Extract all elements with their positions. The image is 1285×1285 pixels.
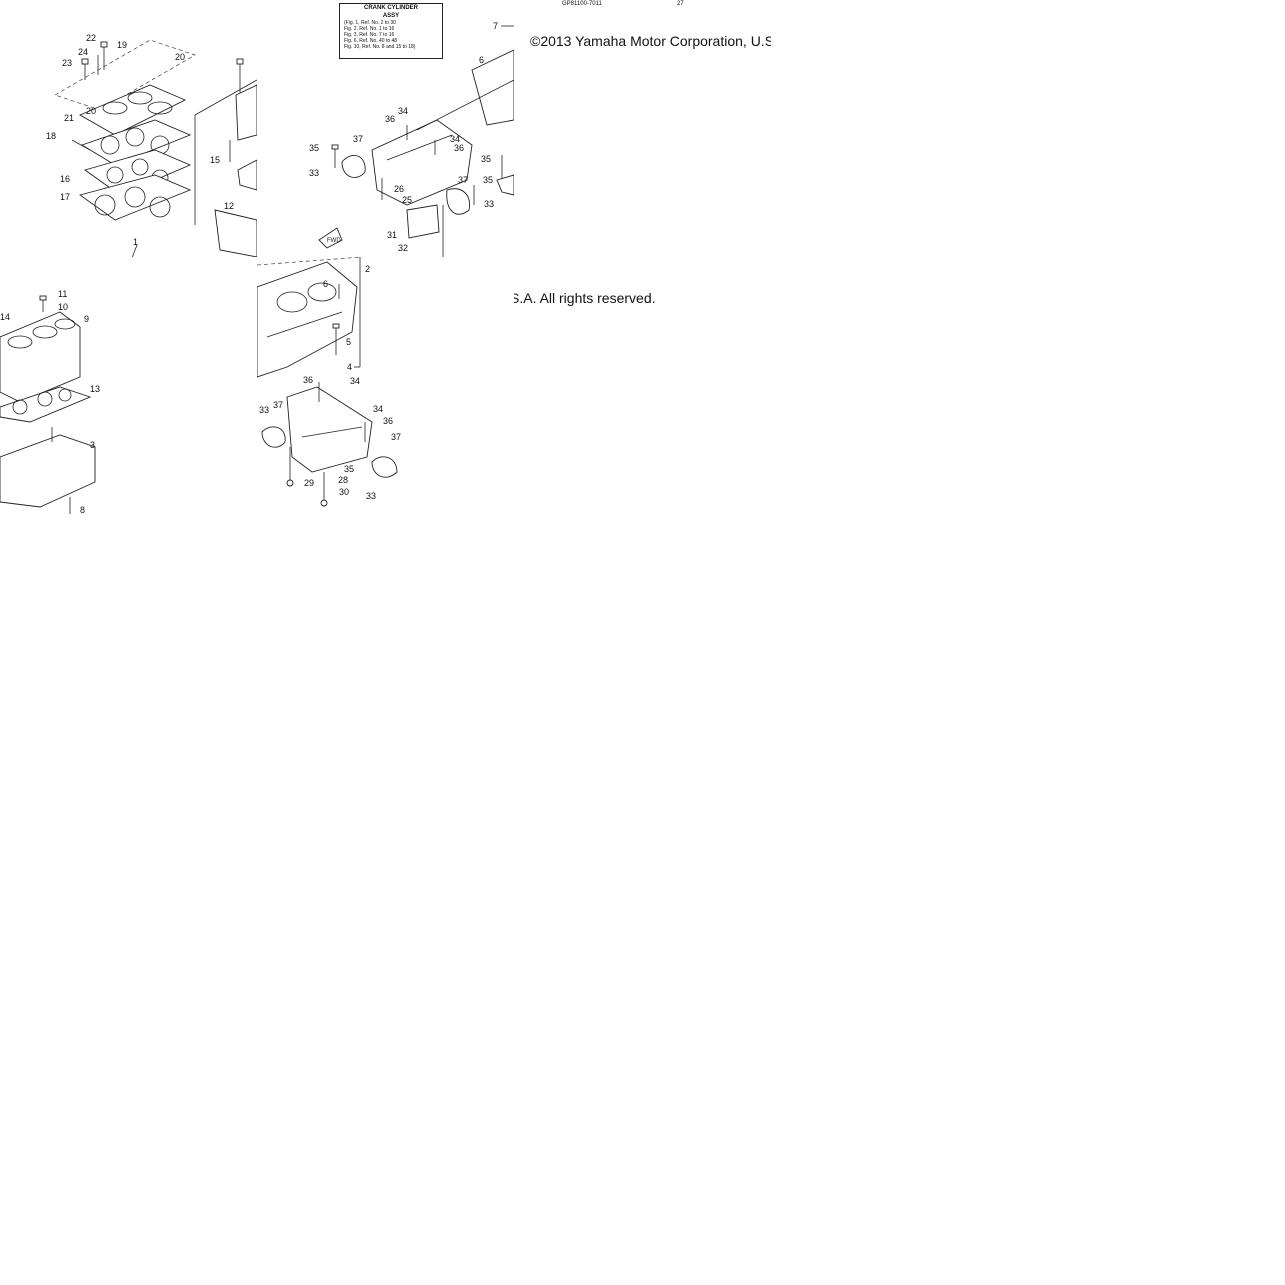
dashed-enclosure xyxy=(54,39,196,111)
lower-bracket xyxy=(286,386,373,473)
tile-cylinder-head: 22 19 24 23 20 20 21 18 16 17 15 12 1 xyxy=(0,0,257,257)
callout-27a: 27 xyxy=(677,1,684,7)
callout-37d: 37 xyxy=(391,432,401,442)
cylinder-head xyxy=(83,149,192,196)
copyright-right: S.A. All rights reserved. xyxy=(514,290,656,306)
rubber-mount-lower-right xyxy=(371,456,398,478)
callout-15: 15 xyxy=(210,155,220,165)
callout-35d: 35 xyxy=(344,464,354,474)
cylinder-head-diagram: 22 19 24 23 20 20 21 18 16 17 15 12 1 xyxy=(46,33,257,257)
callout-11: 11 xyxy=(58,289,67,299)
callout-37b: 37 xyxy=(458,175,468,185)
callout-21: 21 xyxy=(64,113,74,123)
tile-copyright-top: GP81100-7011 27 ©2013 Yamaha Motor Corpo… xyxy=(514,0,771,257)
callout-33b: 33 xyxy=(484,199,494,209)
cylinder-block xyxy=(0,311,81,403)
callout-14: 14 xyxy=(0,312,10,322)
callout-3: 3 xyxy=(90,440,95,450)
crankcase-fragment-top xyxy=(471,49,514,126)
fwd-arrow xyxy=(318,227,343,249)
note-title-2: ASSY xyxy=(382,13,400,19)
callout-34a: 34 xyxy=(398,106,408,116)
note-line: Fig. 3, Ref. No. 7 to 16 xyxy=(344,32,395,38)
callout-13: 13 xyxy=(90,384,100,394)
callout-7: 7 xyxy=(493,21,498,31)
callout-2: 2 xyxy=(365,264,370,274)
callout-8: 8 xyxy=(80,505,85,514)
callout-37c: 37 xyxy=(273,400,283,410)
note-line: (Fig. 1, Ref. No. 2 to 30 xyxy=(344,20,396,26)
callout-34d: 34 xyxy=(373,404,383,414)
manifold-fragment xyxy=(235,84,257,141)
callout-35b: 35 xyxy=(481,154,491,164)
callout-5: 5 xyxy=(346,337,351,347)
callout-36a: 36 xyxy=(385,114,395,124)
note-line: Fig. 2, Ref. No. 1 to 16 xyxy=(344,26,395,32)
crankcase xyxy=(257,261,358,378)
tile-cylinder-block: 11 10 9 14 13 3 8 xyxy=(0,257,257,514)
callout-31: 31 xyxy=(387,230,397,240)
diagram-code: GP81100-7011 xyxy=(562,1,602,7)
callout-33a: 33 xyxy=(309,168,319,178)
callout-33d: 33 xyxy=(366,491,376,501)
tile-engine-mount-lower: 2 6 5 4 36 34 33 37 34 36 37 35 28 29 30… xyxy=(257,257,514,514)
note-line: Fig. 10, Ref. No. 8 and 15 to 18) xyxy=(344,44,416,50)
callout-4: 4 xyxy=(347,362,352,372)
callout-34c: 34 xyxy=(350,376,360,386)
tile-copyright-bottom: S.A. All rights reserved. xyxy=(514,257,771,514)
tile-engine-mount-upper: FWD 34 36 37 35 33 34 36 35 26 25 37 35 … xyxy=(257,0,514,257)
callout-23: 23 xyxy=(62,58,72,68)
callout-36b: 36 xyxy=(454,143,464,153)
callout-6a: 6 xyxy=(479,55,484,65)
crankcase-fragment xyxy=(214,209,257,257)
callout-24: 24 xyxy=(78,47,88,57)
rubber-mount-center xyxy=(406,204,440,239)
callout-16: 16 xyxy=(60,174,70,184)
fwd-label: FWD xyxy=(327,238,341,244)
callout-18: 18 xyxy=(46,131,56,141)
callout-10: 10 xyxy=(58,302,68,312)
code-strip: GP81100-7011 27 xyxy=(562,1,684,7)
callout-34b: 34 xyxy=(450,134,460,144)
callout-29: 29 xyxy=(304,478,314,488)
cylinder-block-diagram: 11 10 9 14 13 3 8 xyxy=(0,289,100,514)
callout-12: 12 xyxy=(224,201,234,211)
note-line: Fig. 6, Ref. No. 40 to 48 xyxy=(344,38,398,44)
callout-35c: 35 xyxy=(483,175,493,185)
callout-19: 19 xyxy=(117,40,127,50)
callout-6b: 6 xyxy=(323,279,328,289)
crankcase-lower xyxy=(0,434,96,508)
callout-37a: 37 xyxy=(353,134,363,144)
head-cover xyxy=(78,84,187,136)
note-box: CRANK CYLINDER ASSY (Fig. 1, Ref. No. 2 … xyxy=(339,3,443,59)
callout-32: 32 xyxy=(398,243,408,253)
callout-20b: 20 xyxy=(86,106,96,116)
callout-25: 25 xyxy=(402,195,412,205)
callout-36c: 36 xyxy=(303,375,313,385)
engine-mount-upper-diagram: FWD 34 36 37 35 33 34 36 35 26 25 37 35 … xyxy=(309,21,514,257)
callout-20a: 20 xyxy=(175,52,185,62)
cylinder-gasket xyxy=(78,174,192,221)
callout-17: 17 xyxy=(60,192,70,202)
callout-22: 22 xyxy=(86,33,96,43)
callout-33c: 33 xyxy=(259,405,269,415)
callout-35a: 35 xyxy=(309,143,319,153)
callout-28: 28 xyxy=(338,475,348,485)
copyright-left: ©2013 Yamaha Motor Corporation, U.S xyxy=(530,33,771,49)
rubber-mount-lower-left xyxy=(261,426,286,448)
callout-9: 9 xyxy=(84,314,89,324)
callout-36d: 36 xyxy=(383,416,393,426)
rubber-mount-left xyxy=(341,154,366,178)
rubber-mount-right xyxy=(446,188,470,215)
note-title-1: CRANK CYLINDER xyxy=(364,5,418,11)
callout-26: 26 xyxy=(394,184,404,194)
callout-30: 30 xyxy=(339,487,349,497)
engine-mount-lower-diagram: 2 6 5 4 36 34 33 37 34 36 37 35 28 29 30… xyxy=(257,257,401,507)
callout-1: 1 xyxy=(133,237,138,247)
